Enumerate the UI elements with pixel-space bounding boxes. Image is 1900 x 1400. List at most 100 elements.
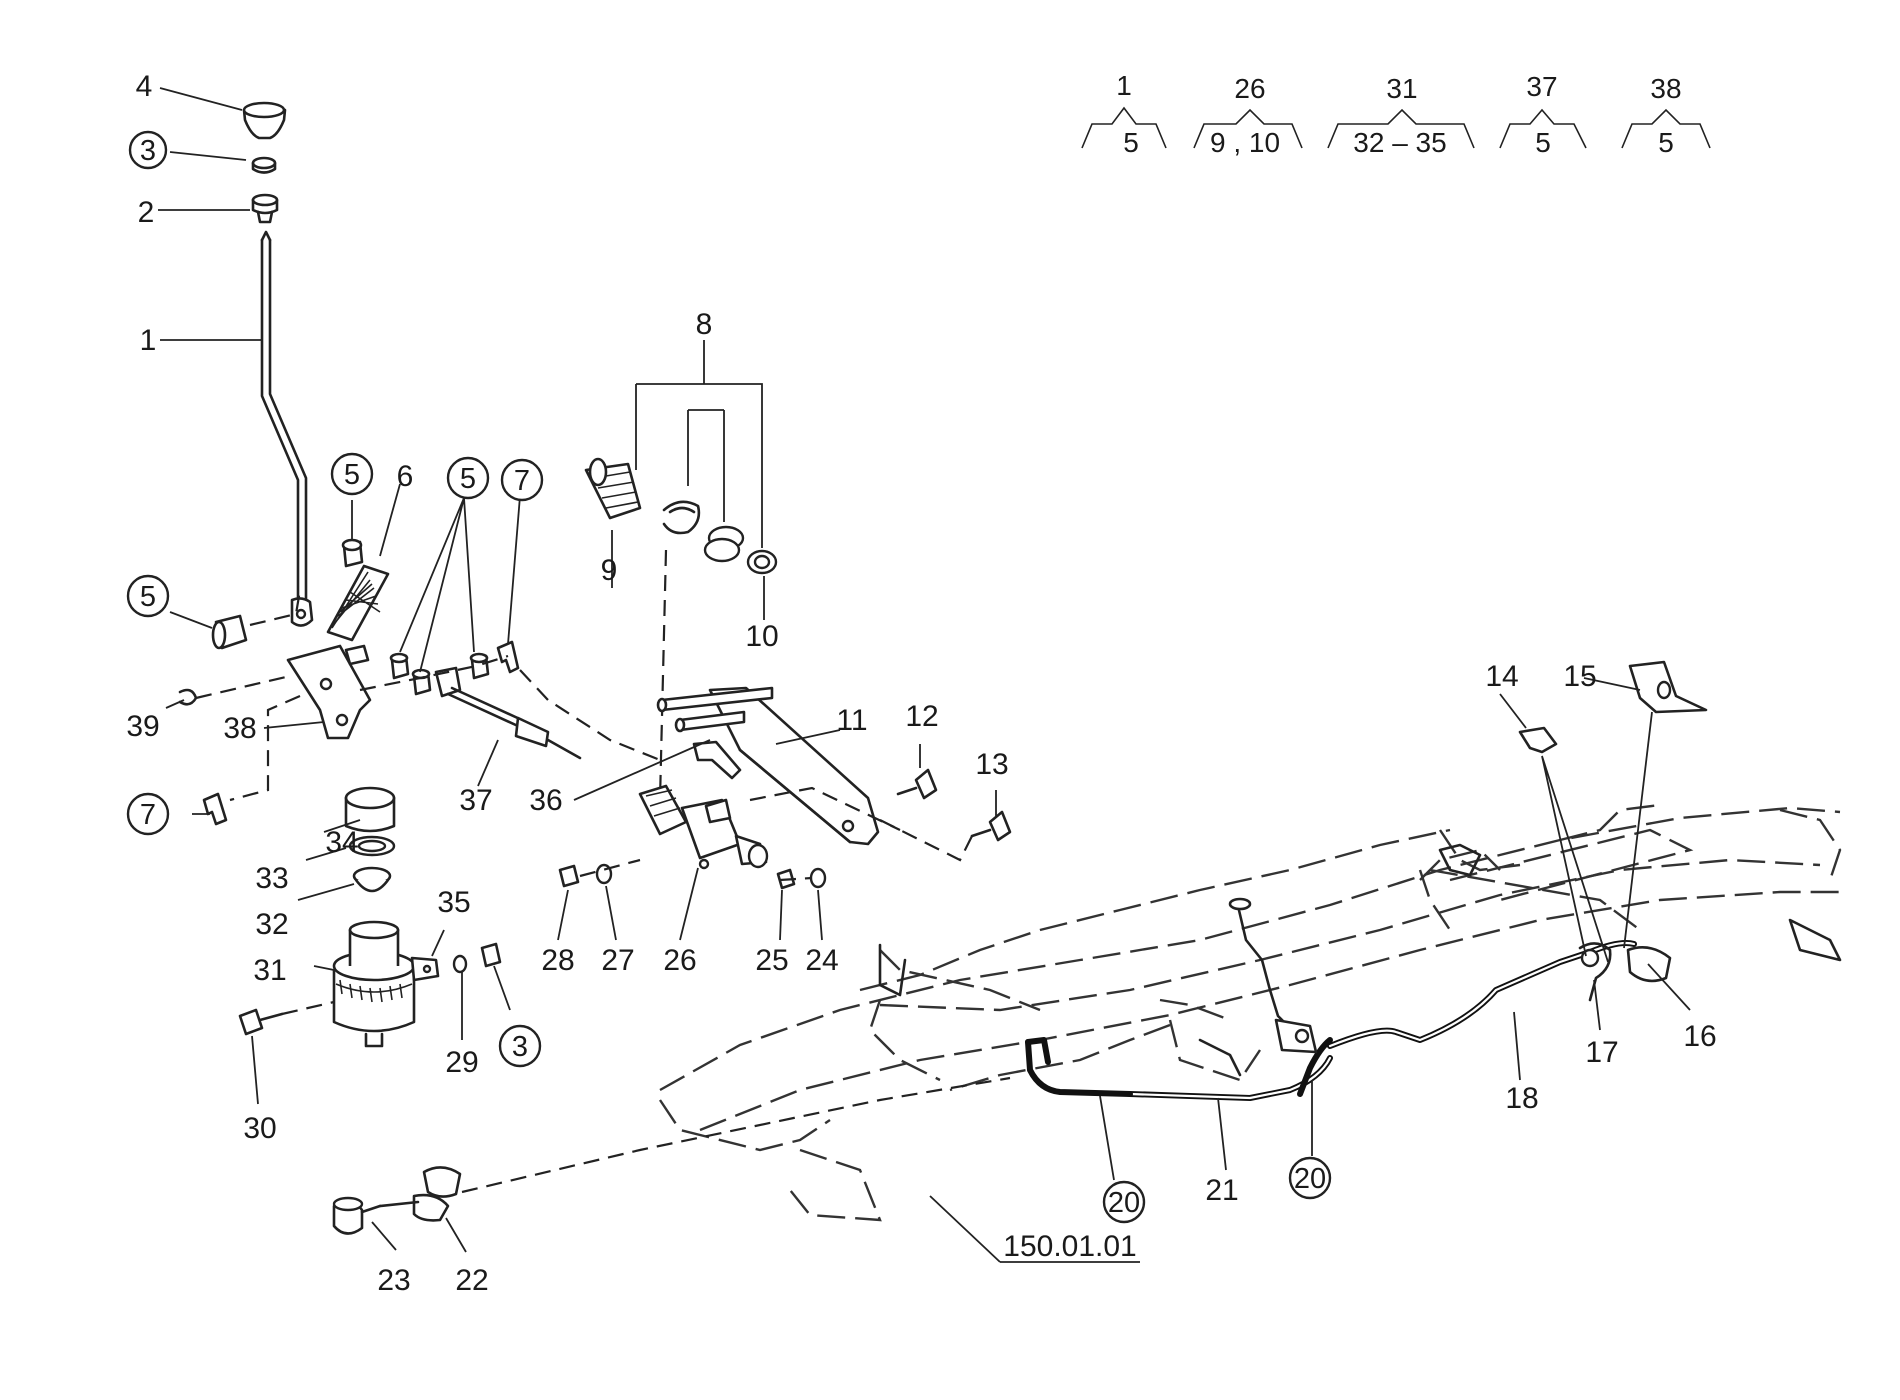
label-21: 21 [1205,1174,1238,1207]
label-33: 33 [255,862,288,895]
label-31: 31 [253,954,286,987]
flexible-hose-20b [1297,1037,1333,1097]
label-17: 17 [1585,1036,1618,1069]
strainer [352,866,392,893]
seal-ring [746,549,778,575]
label-30: 30 [243,1112,276,1145]
reservoir-body [332,920,416,1048]
label-38: 38 [223,712,256,745]
washer-29 [452,954,468,974]
group-bottom-label: 5 [1658,127,1674,158]
bracket-14 [1518,726,1558,754]
label-24: 24 [805,944,838,977]
rubber-boot [326,564,390,642]
group-top-label: 1 [1116,70,1132,101]
pedal-bracket [656,686,880,846]
master-cylinder [638,784,769,870]
label-28: 28 [541,944,574,977]
selector-cable [434,666,582,760]
label-5: 5 [460,463,476,495]
clip-lower [202,792,228,826]
label-6: 6 [397,460,414,493]
nut-28 [558,864,580,888]
bush-upper [341,538,364,568]
group-bottom-label: 5 [1535,127,1551,158]
repair-kit-bracket [635,340,763,548]
label-8: 8 [696,308,713,341]
group-bottom-label: 5 [1123,127,1139,158]
label-1: 1 [140,324,157,357]
label-35: 35 [437,886,470,919]
leader-lines [158,87,1691,1263]
group-top-label: 38 [1650,73,1681,104]
group-top-label: 37 [1526,71,1557,102]
label-3: 3 [140,135,156,167]
clamp-23 [332,1196,382,1235]
label-4: 4 [136,70,153,103]
group-bottom-label: 9 , 10 [1210,127,1280,158]
group-top-label: 31 [1386,73,1417,104]
circled-labels [126,130,1332,1224]
label-18: 18 [1505,1082,1538,1115]
bush-left [211,614,248,650]
label-7: 7 [140,799,156,831]
label-25: 25 [755,944,788,977]
label-15: 15 [1563,660,1596,693]
gear-knob [242,101,287,140]
label-7: 7 [514,465,530,497]
clamp-22 [378,1166,462,1222]
group-bottom-label: 32 – 35 [1353,127,1446,158]
group-headers: 1 5 26 9 , 10 31 32 – 35 37 5 38 5 [1081,70,1711,158]
screw-30 [238,1008,284,1036]
label-10: 10 [745,620,778,653]
fluid-line-upper [1228,897,1298,1036]
label-36: 36 [529,784,562,817]
label-37: 37 [459,784,492,817]
label-29: 29 [445,1046,478,1079]
group-header-31: 31 32 – 35 [1327,73,1475,158]
lever-bush [251,193,279,224]
label-12: 12 [905,700,938,733]
chassis-frame [659,803,1842,1222]
label-3: 3 [512,1031,528,1063]
label-5: 5 [140,581,156,613]
label-32: 32 [255,908,288,941]
washer [251,156,277,174]
piston-seal [703,525,745,563]
label-39: 39 [126,710,159,743]
bracket-bushes [389,652,490,696]
reservoir-bracket [410,956,440,982]
bracket-15 [1628,660,1708,714]
label-27: 27 [601,944,634,977]
label-16: 16 [1683,1020,1716,1053]
label-20: 20 [1108,1187,1140,1219]
selector-bracket [286,644,372,740]
cap-seal [348,835,396,857]
group-header-37: 37 5 [1499,71,1587,158]
label-34: 34 [325,826,358,859]
group-top-label: 26 [1234,73,1265,104]
group-header-26: 26 9 , 10 [1193,73,1303,158]
label-20: 20 [1294,1163,1326,1195]
flexible-hose-20a [1025,1037,1133,1097]
label-22: 22 [455,1264,488,1297]
label-2: 2 [138,196,155,229]
reservoir-cap [344,786,396,833]
bolt-12 [896,768,938,800]
washer-24 [809,867,827,889]
label-11: 11 [836,704,867,737]
circlip [178,688,198,706]
dust-boot [584,457,642,520]
reference-label: 150.01.01 [1003,1230,1136,1263]
slave-cylinder [1274,1018,1318,1054]
nut-3b [480,942,502,968]
label-23: 23 [377,1264,410,1297]
gear-lever-assembly [242,101,314,627]
group-header-38: 38 5 [1621,73,1711,158]
label-5: 5 [344,459,360,491]
hydraulic-pipe-18 [1327,940,1637,1049]
part-labels: 4 3 2 1 5 6 5 7 5 39 38 7 37 36 8 9 10 1… [126,70,1716,1297]
label-14: 14 [1485,660,1518,693]
label-13: 13 [975,748,1008,781]
label-26: 26 [663,944,696,977]
